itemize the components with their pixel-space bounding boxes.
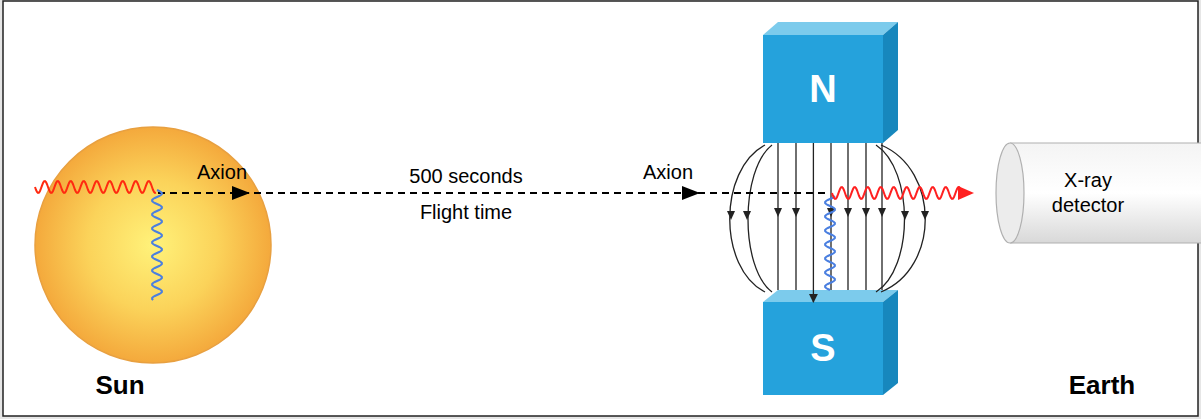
body-label: Sun bbox=[95, 370, 144, 401]
field-line bbox=[813, 143, 814, 302]
particle-label: Axion bbox=[643, 161, 693, 184]
photon-waves bbox=[35, 181, 960, 300]
x-ray-detector: X-ray detector bbox=[1024, 143, 1152, 243]
photon-arrowhead bbox=[958, 186, 974, 200]
magnet-front-face bbox=[763, 302, 883, 395]
field-lines bbox=[778, 143, 882, 290]
pole-letter: S bbox=[810, 327, 835, 370]
particle-label: Axion bbox=[197, 161, 247, 184]
axion-path bbox=[158, 192, 830, 194]
detector-face bbox=[996, 143, 1024, 243]
flight-time-label: Flight time bbox=[420, 201, 512, 224]
frame bbox=[3, 1, 1198, 416]
sun-disc bbox=[35, 127, 271, 363]
arrowhead bbox=[682, 186, 700, 200]
magnet-top-face bbox=[763, 22, 898, 35]
magnet-front-face bbox=[763, 35, 883, 143]
pole-letter: N bbox=[809, 68, 836, 111]
magnet-side-face bbox=[883, 22, 898, 143]
magnet-top-face bbox=[763, 290, 898, 302]
magnet-pole: S bbox=[763, 302, 883, 395]
magnet-side-face bbox=[883, 290, 898, 395]
detector-label: X-ray detector bbox=[1028, 168, 1148, 218]
body-label: Earth bbox=[1069, 370, 1135, 401]
field-lines bbox=[730, 145, 926, 292]
arrowhead bbox=[232, 186, 250, 200]
flight-distance: 500 seconds bbox=[409, 165, 522, 188]
detector-body bbox=[1010, 143, 1201, 243]
magnet-pole: N bbox=[763, 35, 883, 143]
